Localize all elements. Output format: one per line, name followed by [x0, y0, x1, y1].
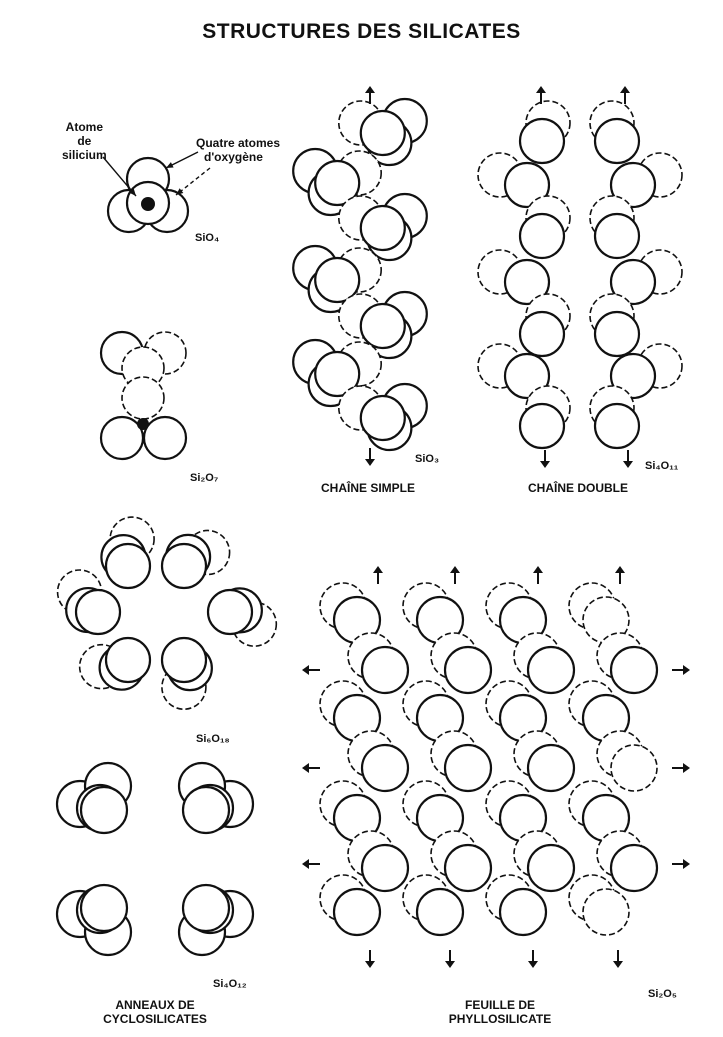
formula-sio4: SiO₄: [195, 232, 219, 244]
silicon-atom: [141, 197, 155, 211]
continuation-arrow: [365, 448, 375, 466]
oxygen-atom: [106, 544, 150, 588]
label-silicium: silicium: [62, 148, 107, 162]
oxygen-atom: [611, 845, 657, 891]
oxygen-atom: [595, 404, 639, 448]
oxygen-atom: [595, 214, 639, 258]
oxygen-atom: [183, 885, 229, 931]
oxygen-atom: [595, 312, 639, 356]
sheet-si2o5: [302, 566, 690, 968]
formula-si4o11: Si₄O₁₁: [645, 460, 678, 472]
oxygen-atom: [361, 396, 405, 440]
continuation-arrow: [302, 665, 320, 675]
oxygen-atom: [520, 214, 564, 258]
oxygen-atom: [611, 745, 657, 791]
oxygen-atom: [361, 206, 405, 250]
oxygen-atom: [445, 647, 491, 693]
label-de: de: [62, 134, 107, 148]
ring-si6o18: [58, 517, 277, 709]
si2o7-double-tetrahedron: [101, 332, 186, 459]
label-atome: Atome: [62, 120, 107, 134]
continuation-arrow: [302, 763, 320, 773]
oxygen-atom: [611, 647, 657, 693]
caption-sheet-line2: PHYLLOSILICATE: [415, 1012, 585, 1026]
oxygen-atom: [101, 417, 143, 459]
single-chain-sio3: [293, 86, 427, 466]
continuation-arrow: [672, 763, 690, 773]
formula-si6o18: Si₆O₁₈: [196, 733, 230, 745]
oxygen-atom: [144, 417, 186, 459]
oxygen-atom: [81, 787, 127, 833]
formula-si4o12: Si₄O₁₂: [213, 978, 247, 990]
oxygen-atom: [361, 304, 405, 348]
oxygen-atom: [528, 647, 574, 693]
oxygen-atom: [417, 889, 463, 935]
oxygen-atom: [583, 889, 629, 935]
continuation-arrow: [620, 86, 630, 104]
caption-chain-double: CHAÎNE DOUBLE: [508, 481, 648, 495]
oxygen-atom: [106, 638, 150, 682]
continuation-arrow: [528, 950, 538, 968]
silicon-atom-label: Atome de silicium: [62, 120, 107, 162]
oxygen-atom: [520, 312, 564, 356]
caption-chain-simple: CHAÎNE SIMPLE: [298, 481, 438, 495]
oxygen-atom: [334, 889, 380, 935]
continuation-arrow: [533, 566, 543, 584]
formula-si2o7: Si₂O₇: [190, 472, 218, 484]
oxygen-atom: [362, 647, 408, 693]
ring-si4o12: [57, 763, 253, 955]
double-chain-si4o11: [478, 86, 682, 468]
continuation-arrow: [365, 950, 375, 968]
caption-rings: ANNEAUX DE CYCLOSILICATES: [80, 998, 230, 1026]
oxygen-atom: [162, 544, 206, 588]
oxygen-atom: [183, 787, 229, 833]
oxygen-atom: [361, 111, 405, 155]
caption-sheet-line1: FEUILLE DE: [415, 998, 585, 1012]
caption-rings-line2: CYCLOSILICATES: [80, 1012, 230, 1026]
caption-sheet: FEUILLE DE PHYLLOSILICATE: [415, 998, 585, 1026]
oxygen-atom: [81, 885, 127, 931]
oxygen-atom: [528, 845, 574, 891]
oxygen-atom: [445, 745, 491, 791]
label-oxygene: d'oxygène: [196, 150, 280, 164]
continuation-arrow: [540, 450, 550, 468]
continuation-arrow: [615, 566, 625, 584]
caption-rings-line1: ANNEAUX DE: [80, 998, 230, 1012]
continuation-arrow: [445, 950, 455, 968]
silicon-atom: [137, 418, 149, 430]
continuation-arrow: [302, 859, 320, 869]
oxygen-atom: [500, 889, 546, 935]
oxygen-atom: [362, 745, 408, 791]
oxygen-atom: [595, 119, 639, 163]
continuation-arrow: [373, 566, 383, 584]
formula-sio3: SiO₃: [415, 453, 439, 465]
oxygen-atoms-label: Quatre atomes d'oxygène: [196, 136, 280, 164]
oxygen-atom: [162, 638, 206, 682]
label-quatre: Quatre atomes: [196, 136, 280, 150]
continuation-arrow: [613, 950, 623, 968]
continuation-arrow: [672, 859, 690, 869]
oxygen-atom: [208, 590, 252, 634]
oxygen-atom: [445, 845, 491, 891]
oxygen-atom: [362, 845, 408, 891]
sio4-tetrahedron: [103, 152, 210, 232]
continuation-arrow: [672, 665, 690, 675]
continuation-arrow: [623, 450, 633, 468]
oxygen-atom: [528, 745, 574, 791]
oxygen-atom: [122, 377, 164, 419]
continuation-arrow: [450, 566, 460, 584]
formula-si2o5: Si₂O₅: [648, 988, 677, 1000]
oxygen-atom: [76, 590, 120, 634]
oxygen-atom: [520, 119, 564, 163]
oxygen-atom: [520, 404, 564, 448]
